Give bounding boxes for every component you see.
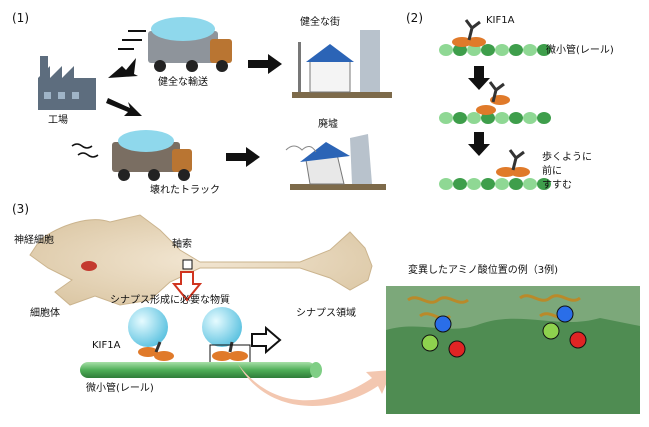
tubulin-bead [439, 44, 453, 56]
tubulin-bead [523, 178, 537, 190]
tubulin-bead [453, 44, 467, 56]
tubulin-bead [467, 44, 481, 56]
ruins-label: 廃墟 [318, 119, 338, 130]
factory-icon [38, 56, 96, 110]
tubulin-bead [537, 44, 551, 56]
microtubule-rail [439, 44, 551, 190]
arrow-icon [106, 54, 282, 167]
axon-label: 軸索 [172, 239, 192, 250]
tubulin-bead [523, 44, 537, 56]
protein-structure-image [386, 286, 640, 414]
tubulin-bead [509, 44, 523, 56]
healthy-transport-label: 健全な輸送 [158, 77, 208, 88]
broken-truck-label: 壊れたトラック [150, 185, 220, 196]
tubulin-bead [453, 178, 467, 190]
kif1a-label: KIF1A [486, 15, 515, 26]
tubulin-bead [481, 178, 495, 190]
tubulin-bead [495, 44, 509, 56]
healthy-town-label: 健全な街 [300, 17, 340, 28]
tubulin-bead [537, 178, 551, 190]
tubulin-bead [467, 178, 481, 190]
neuron-label: 神経細胞 [14, 235, 54, 246]
tubulin-bead [509, 112, 523, 124]
mutation-title: 変異したアミノ酸位置の例（3例) [408, 265, 559, 276]
tubulin-bead [509, 178, 523, 190]
tubulin-bead [467, 112, 481, 124]
down-arrow-icon [468, 66, 490, 156]
tubulin-bead [495, 178, 509, 190]
kif1a-motor-icon [452, 19, 530, 177]
tubulin-bead [481, 44, 495, 56]
synapse-material-label: シナプス形成に必要な物質 [110, 295, 230, 306]
tubulin-bead [495, 112, 509, 124]
motor-protein-icon [138, 341, 248, 361]
microtubule-label: 微小管(レール) [546, 45, 614, 56]
zoom-box-icon [182, 259, 193, 270]
microtubule-label-3: 微小管(レール) [86, 383, 154, 394]
tubulin-bead [523, 112, 537, 124]
factory-label: 工場 [48, 115, 68, 126]
tubulin-bead [537, 112, 551, 124]
healthy-truck-icon [148, 17, 232, 72]
tubulin-bead [439, 178, 453, 190]
cell-body-label: 細胞体 [30, 308, 60, 319]
synapse-region-label: シナプス領域 [296, 308, 356, 319]
cargo-vesicle-icon [128, 307, 242, 347]
broken-truck-icon [112, 130, 192, 181]
walk-label-3: すすむ [542, 180, 572, 191]
microtubule-tube [80, 362, 322, 378]
down-arrow-outline-icon [171, 271, 203, 302]
section-label-2: (2) [406, 11, 423, 25]
curved-arrow-icon [238, 364, 392, 406]
ruins-icon [285, 134, 386, 190]
right-arrow-outline-icon [251, 325, 282, 355]
wobble-lines-icon [71, 143, 99, 158]
neuron-icon [29, 214, 373, 306]
walk-label-2: 前に [542, 166, 562, 177]
kif1a-label-3: KIF1A [92, 340, 121, 351]
walk-label-1: 歩くように [542, 152, 592, 163]
healthy-town-icon [292, 30, 392, 98]
tubulin-bead [453, 112, 467, 124]
section-label-1: (1) [12, 11, 29, 25]
section-label-3: (3) [12, 202, 29, 216]
tubulin-bead [481, 112, 495, 124]
speed-lines-icon [118, 30, 146, 50]
tubulin-bead [439, 112, 453, 124]
